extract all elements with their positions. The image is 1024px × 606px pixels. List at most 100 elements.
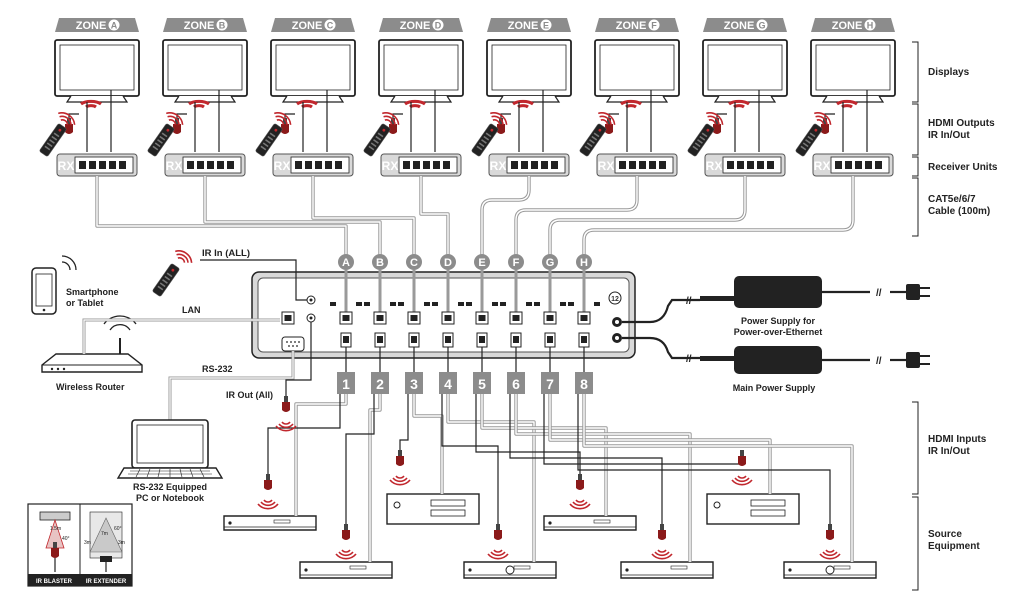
zone-letter: C bbox=[327, 21, 334, 31]
input-port-5: 5 bbox=[473, 347, 491, 394]
ir-emitter-wave bbox=[651, 549, 673, 560]
remote-control-icon bbox=[470, 122, 500, 158]
label-ir-out-all: IR Out (All) bbox=[226, 390, 273, 400]
output-port-b: B bbox=[364, 254, 396, 348]
hdmi-input-cable-1 bbox=[294, 394, 348, 516]
poe-power-supply: // // bbox=[622, 276, 930, 324]
zone-prefix: ZONE bbox=[76, 20, 107, 32]
cat-cable-h bbox=[582, 176, 855, 258]
extender-distance-left: 3m bbox=[84, 540, 91, 546]
receiver-label: RX bbox=[166, 159, 183, 173]
label-cable-length: Cable (100m) bbox=[928, 206, 990, 217]
svg-text://: // bbox=[686, 354, 692, 365]
ir-out-jack bbox=[306, 313, 316, 323]
sources-layer bbox=[223, 394, 877, 579]
receiver-label: RX bbox=[706, 159, 723, 173]
ir-extender-icon bbox=[188, 99, 210, 109]
hdmi-input-cable-3 bbox=[412, 394, 444, 494]
lan-port bbox=[281, 311, 295, 325]
output-letter: H bbox=[580, 257, 588, 269]
label-equipment: Equipment bbox=[928, 541, 980, 552]
label-ir-extender: IR EXTENDER bbox=[86, 579, 127, 585]
label-ir-blaster: IR BLASTER bbox=[36, 579, 73, 585]
receiver-label: RX bbox=[274, 159, 291, 173]
input-number: 6 bbox=[512, 376, 520, 392]
input-port-1: 1 bbox=[337, 347, 355, 394]
blaster-angle: 40° bbox=[62, 536, 70, 542]
receiver-unit: RX bbox=[488, 153, 570, 177]
label-ir-in-all: IR In (ALL) bbox=[202, 248, 250, 259]
hdmi-input-cable-2 bbox=[368, 394, 382, 562]
label-pc-notebook: PC or Notebook bbox=[136, 493, 205, 503]
ir-range-inset: 1.5m 40° 60° 3m 3m 7m IR BLASTER IR EXTE… bbox=[27, 503, 133, 587]
label-tablet: or Tablet bbox=[66, 298, 103, 308]
remote-control-icon bbox=[254, 122, 284, 158]
zone-letter: F bbox=[651, 21, 657, 31]
zone-letter: B bbox=[219, 21, 226, 31]
ir-extender-icon bbox=[296, 99, 318, 109]
ir-emitter-wave bbox=[487, 549, 509, 560]
source-4-pc-tower bbox=[386, 493, 480, 525]
cat-cable-c bbox=[311, 176, 416, 258]
input-number: 2 bbox=[376, 376, 384, 392]
power-ports: 12 bbox=[608, 291, 622, 343]
input-number: 4 bbox=[444, 376, 452, 392]
ir-emitter-wave bbox=[819, 549, 841, 560]
output-letter: F bbox=[513, 257, 520, 269]
output-letter: C bbox=[410, 257, 418, 269]
input-number: 5 bbox=[478, 376, 486, 392]
zone-b: ZONE B RX bbox=[146, 18, 382, 258]
source-1-blu-ray-player bbox=[223, 515, 317, 531]
cat-cable-f bbox=[514, 176, 639, 258]
receiver-label: RX bbox=[598, 159, 615, 173]
zone-letter: A bbox=[111, 21, 118, 31]
label-lan: LAN bbox=[182, 305, 201, 315]
output-port-d: D bbox=[432, 254, 464, 348]
zone-prefix: ZONE bbox=[184, 20, 215, 32]
ir-extender-icon bbox=[620, 99, 642, 109]
source-8-pc-tower bbox=[706, 493, 800, 525]
zone-letter: D bbox=[435, 21, 442, 31]
remote-control-icon bbox=[146, 122, 176, 158]
zone-label: ZONE A bbox=[55, 18, 139, 32]
label-ir-in-out-inputs: IR In/Out bbox=[928, 446, 970, 457]
receiver-unit: RX bbox=[56, 153, 138, 177]
receiver-unit: RX bbox=[272, 153, 354, 177]
label-poe-ethernet: Power-over-Ethernet bbox=[734, 327, 823, 337]
input-number: 1 bbox=[342, 376, 350, 392]
output-letter: E bbox=[478, 257, 485, 269]
svg-text://: // bbox=[876, 288, 882, 299]
display-screen bbox=[486, 39, 572, 103]
input-number: 7 bbox=[546, 376, 554, 392]
display-screen bbox=[378, 39, 464, 103]
display-screen bbox=[162, 39, 248, 103]
output-letter: A bbox=[342, 257, 350, 269]
ir-extender-icon bbox=[728, 99, 750, 109]
label-receiver-units: Receiver Units bbox=[928, 162, 998, 173]
zone-label: ZONE D bbox=[379, 18, 463, 32]
input-port-2: 2 bbox=[371, 347, 389, 394]
label-rs232: RS-232 bbox=[202, 364, 233, 374]
receiver-label: RX bbox=[382, 159, 399, 173]
receiver-unit: RX bbox=[164, 153, 246, 177]
label-wireless-router: Wireless Router bbox=[56, 382, 125, 392]
extender-distance-center: 7m bbox=[101, 531, 108, 537]
ir-input-cable-3 bbox=[399, 394, 409, 452]
zone-letter: G bbox=[758, 21, 765, 31]
ir-extender-icon bbox=[404, 99, 426, 109]
input-port-4: 4 bbox=[439, 347, 457, 394]
zone-prefix: ZONE bbox=[400, 20, 431, 32]
input-number: 8 bbox=[580, 376, 588, 392]
main-power-supply: // // bbox=[622, 336, 930, 374]
label-displays: Displays bbox=[928, 67, 970, 78]
extender-distance-right: 3m bbox=[118, 540, 125, 546]
source-6-set-top-box bbox=[620, 561, 714, 579]
receiver-unit: RX bbox=[380, 153, 462, 177]
ir-emitter-wave bbox=[257, 499, 279, 510]
receiver-label: RX bbox=[58, 159, 75, 173]
